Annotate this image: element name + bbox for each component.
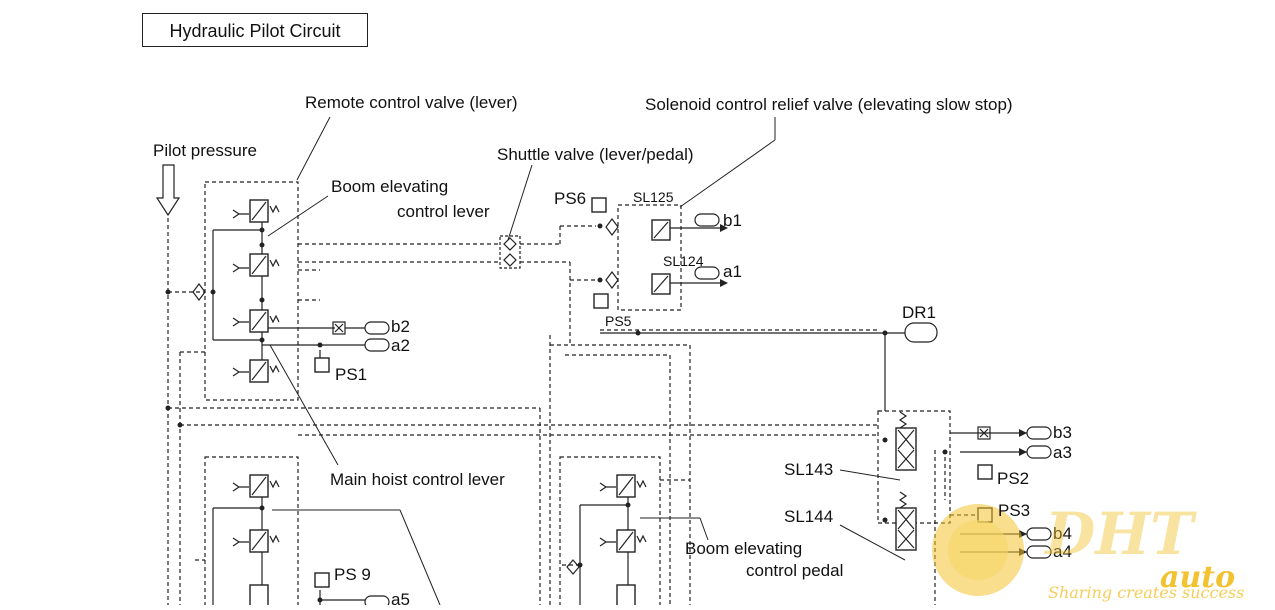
label-ps2: PS2 [997,469,1030,488]
junction-dots [165,223,948,603]
label-boom-elevating-pedal-line1: Boom elevating [685,539,803,558]
port-a5: a5 [391,590,410,609]
pilot-pressure-arrow [155,164,181,217]
port-a4: a4 [1053,542,1072,561]
port-b1: b1 [723,211,742,230]
label-ps3: PS3 [998,501,1031,520]
label-boom-elevating-pedal-line2: control pedal [746,561,844,580]
label-boom-elevating-lever-line2: control lever [397,202,490,221]
label-shuttle-valve: Shuttle valve (lever/pedal) [497,145,694,164]
pilot-lines [167,181,985,605]
watermark-slogan: Sharing creates success [1048,583,1245,602]
label-sl125: SL125 [633,189,674,205]
watermark-logo [932,504,1024,596]
label-dr1: DR1 [902,303,937,322]
label-solenoid-relief-valve: Solenoid control relief valve (elevating… [645,95,1013,114]
label-pilot-pressure: Pilot pressure [153,141,257,160]
port-b4: b4 [1053,524,1072,543]
port-a3: a3 [1053,443,1072,462]
label-remote-control-valve: Remote control valve (lever) [305,93,518,112]
page-title: Hydraulic Pilot Circuit [142,13,368,47]
port-a2: a2 [391,336,410,355]
label-ps1: PS1 [335,365,368,384]
port-b2: b2 [391,317,410,336]
label-ps9: PS 9 [334,565,371,584]
watermark-brand: auto [1160,560,1236,595]
port-b3: b3 [1053,423,1072,442]
port-a1: a1 [723,262,742,281]
label-main-hoist-lever: Main hoist control lever [330,470,505,489]
watermark-logo-text: DHT [1045,500,1194,568]
label-ps6: PS6 [554,189,587,208]
valve-spools [249,197,993,605]
label-ps5: PS5 [605,313,632,329]
label-boom-elevating-lever-line1: Boom elevating [331,177,449,196]
label-sl124: SL124 [663,253,704,269]
leader-lines [267,116,906,605]
label-sl144: SL144 [784,507,834,526]
label-sl143: SL143 [784,460,834,479]
